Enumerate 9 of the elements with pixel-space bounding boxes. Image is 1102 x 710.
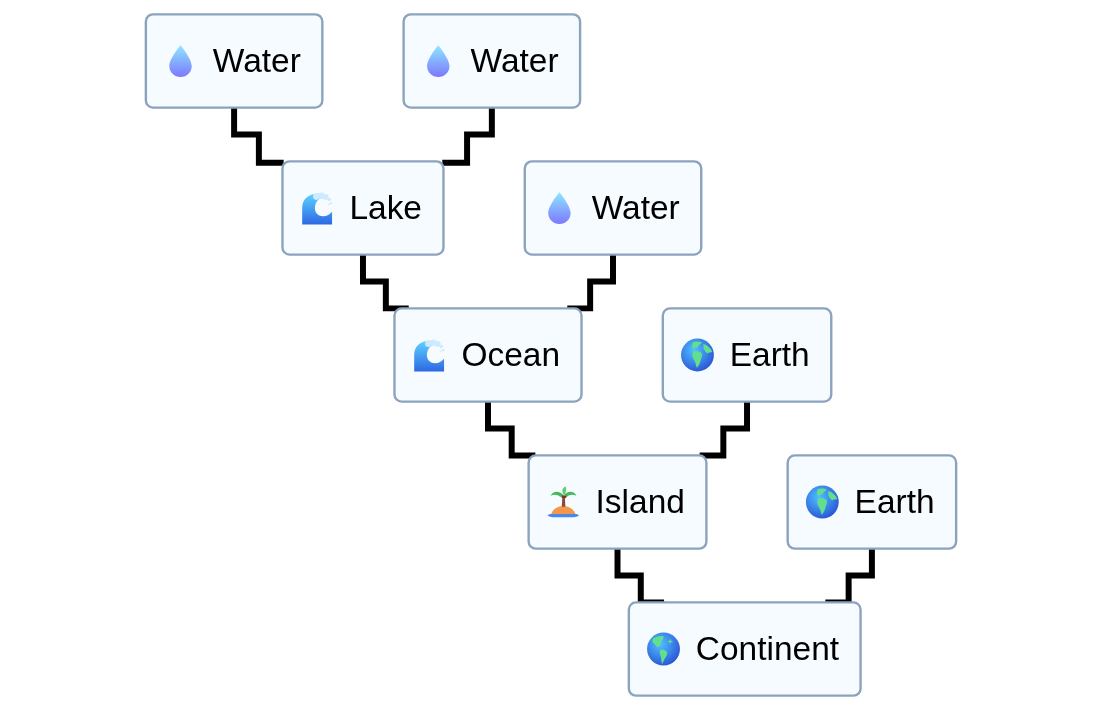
node-box: Earth xyxy=(786,454,958,550)
node-box: Earth xyxy=(661,307,833,403)
node-box: Island xyxy=(527,454,708,550)
node-box: Lake xyxy=(281,160,445,256)
node-box: Continent xyxy=(627,601,862,697)
node-box: Ocean xyxy=(393,307,583,403)
node-box: Water xyxy=(402,13,582,109)
node-box: Water xyxy=(144,13,324,109)
node-box: Water xyxy=(523,160,703,256)
